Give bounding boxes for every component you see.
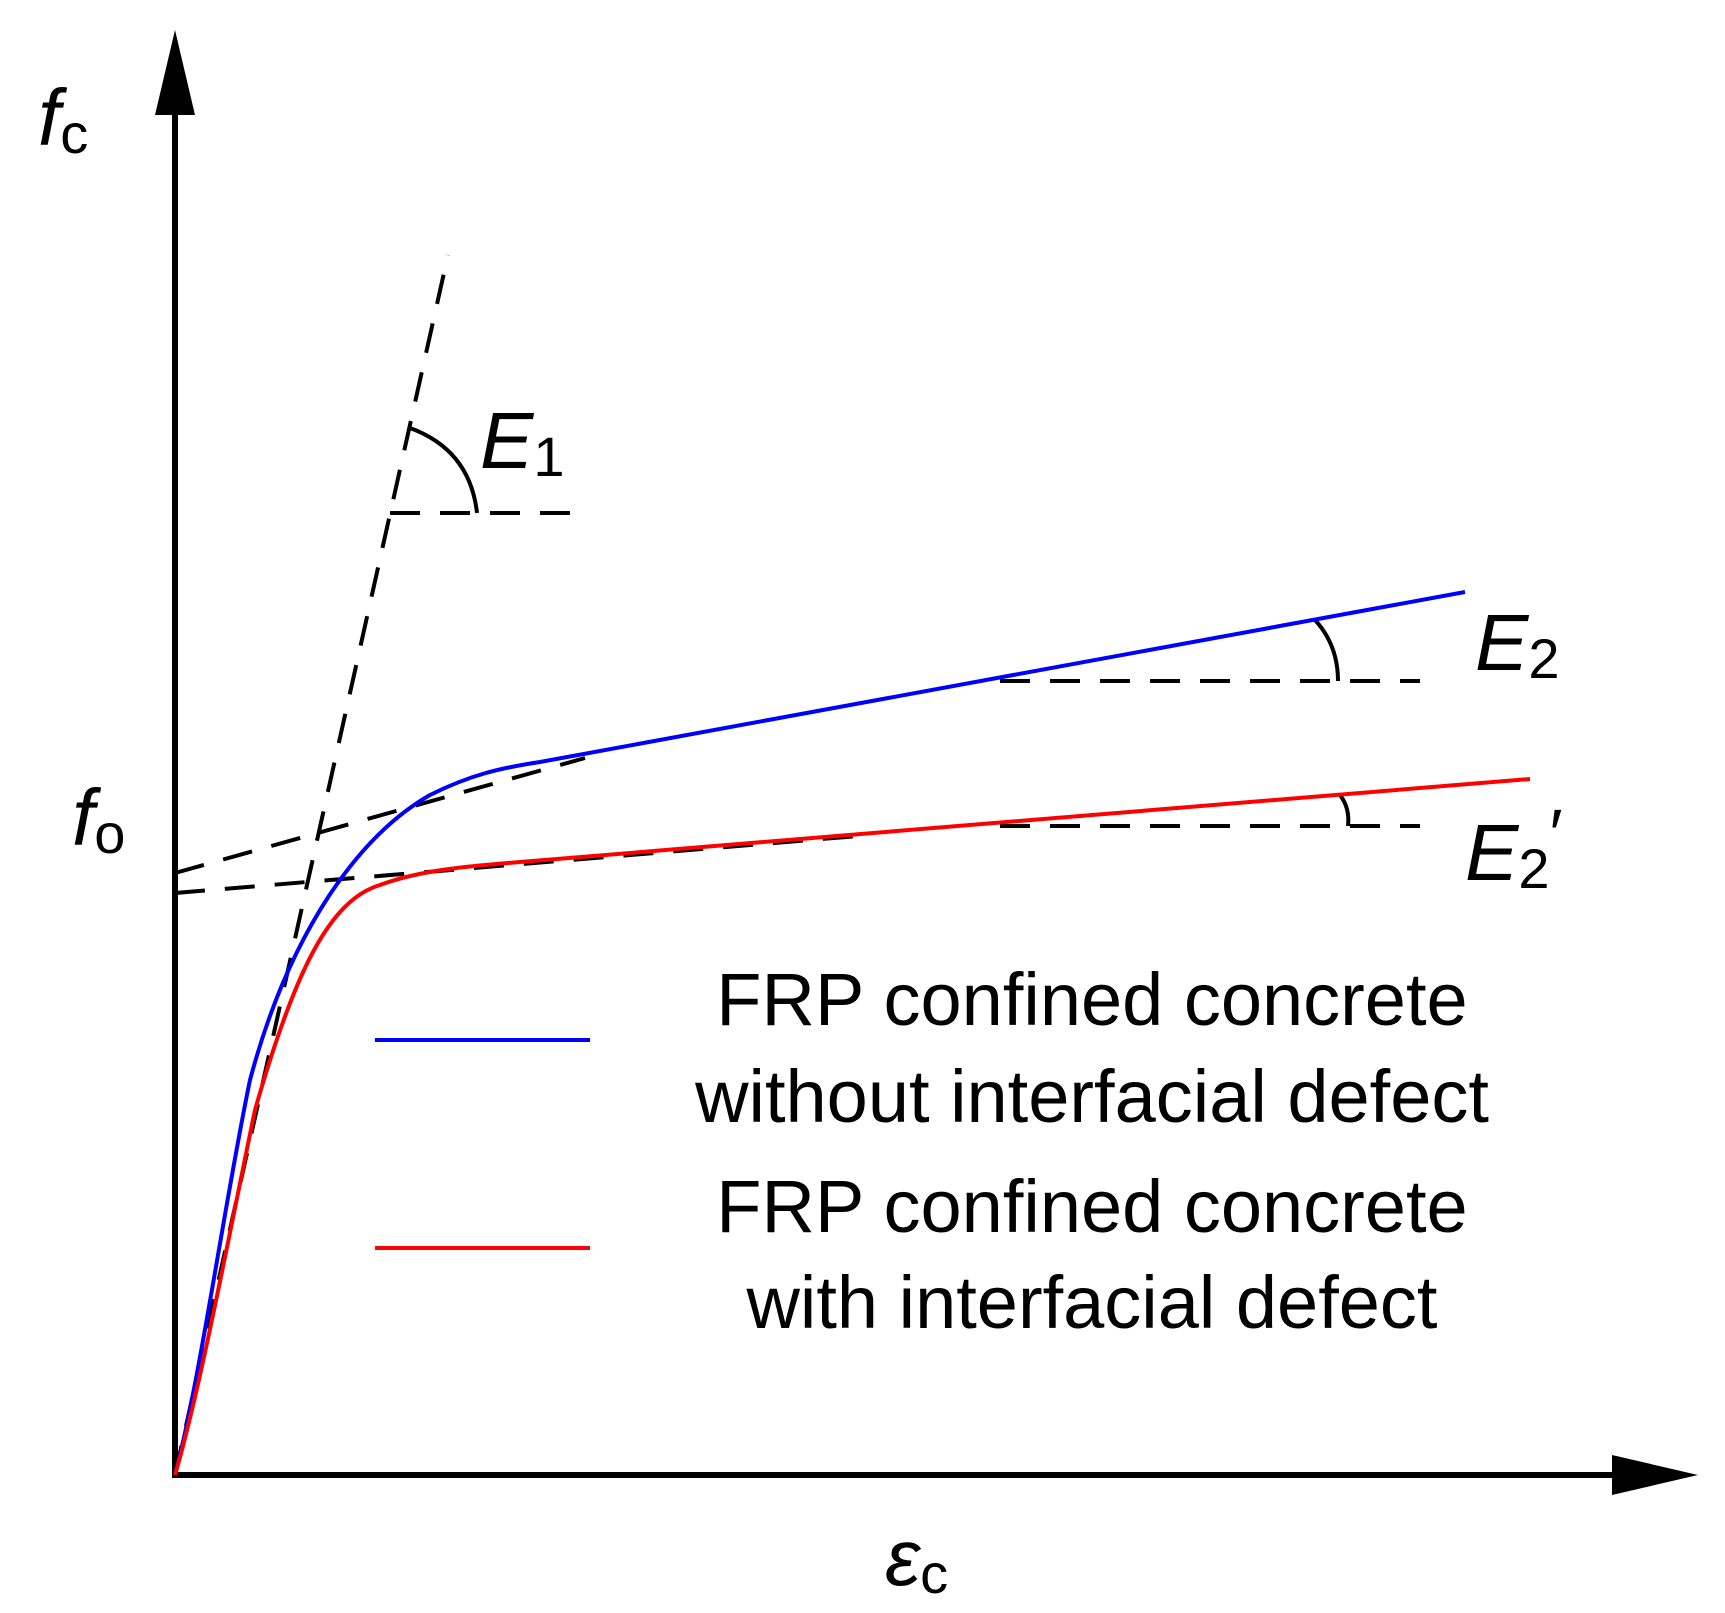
e1-angle-arc — [409, 426, 479, 514]
e2-prime-label: E2′ — [1465, 795, 1563, 900]
x-axis-label: εc — [885, 1513, 948, 1605]
legend-item1-line2: without interfacial defect — [694, 1055, 1489, 1138]
curve-with-defect — [173, 777, 1531, 1476]
e2-angle-arc — [1313, 618, 1340, 682]
y-axis-label: fc — [38, 73, 88, 165]
curve-without-defect — [173, 590, 1466, 1476]
legend: FRP confined concrete without interfacia… — [375, 958, 1489, 1344]
fo-label: fo — [72, 773, 125, 865]
e2-prime-angle-arc — [1338, 793, 1351, 827]
e1-label: E1 — [480, 396, 565, 488]
y-axis-arrowhead — [155, 30, 195, 115]
tangent-without-defect — [174, 756, 586, 875]
x-axis-arrowhead — [1612, 1455, 1698, 1495]
legend-item2-line1: FRP confined concrete — [716, 1165, 1467, 1248]
tangent-with-defect — [174, 833, 871, 895]
e2-label: E2 — [1475, 598, 1560, 690]
legend-item2-line2: with interfacial defect — [745, 1261, 1437, 1344]
legend-item1-line1: FRP confined concrete — [716, 958, 1467, 1041]
